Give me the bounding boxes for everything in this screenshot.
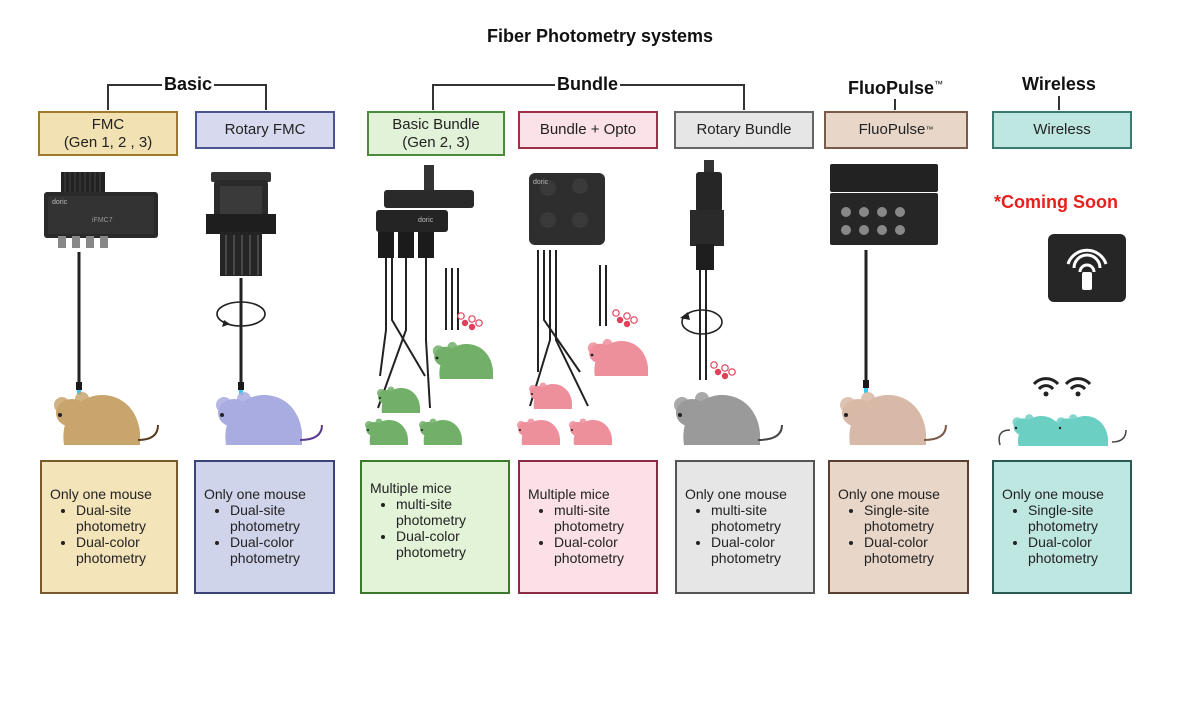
description-item: Dual-site photometry [76,502,170,534]
description-wireless: Only one mouse Single-site photometryDua… [992,460,1132,594]
description-item: Dual-color photometry [554,534,650,566]
description-heading: Only one mouse [50,486,152,502]
category-basic-bundle: Basic Bundle (Gen 2, 3) [367,111,505,156]
wireless-mice [998,377,1127,446]
category-rotary-fmc: Rotary FMC [195,111,335,149]
description-bundle-opto: Multiple mice multi-site photometryDual-… [518,460,658,594]
description-item: multi-site photometry [711,502,807,534]
rotary-bundle-device [680,160,736,380]
description-item: Single-site photometry [1028,502,1124,534]
fluopulse-connector [894,96,896,110]
description-item: Dual-color photometry [230,534,327,566]
fmc-model-label: iFMC7 [92,217,113,224]
fmc-device: doric iFMC7 [44,172,158,395]
bundle-bracket-left-vertical [432,84,434,110]
bundle-opto-mice [517,309,648,445]
description-heading: Multiple mice [528,486,610,502]
bundle-opto-device: doric [529,173,607,407]
description-fluopulse: Only one mouse Single-site photometryDua… [828,460,969,594]
coming-soon-label: *Coming Soon [994,192,1118,212]
description-heading: Only one mouse [204,486,306,502]
description-item: Dual-color photometry [396,528,502,560]
description-item: Dual-color photometry [864,534,961,566]
rotary-bundle-mouse [674,392,783,445]
description-item: multi-site photometry [396,496,502,528]
description-heading: Multiple mice [370,480,452,496]
category-bundle-opto: Bundle + Opto [518,111,658,149]
category-rotary-bundle: Rotary Bundle [674,111,814,149]
basic-bundle-device: doric [376,165,474,409]
description-item: Dual-color photometry [711,534,807,566]
group-label-basic: Basic [162,73,215,95]
description-item: Single-site photometry [864,502,961,534]
description-item: Dual-site photometry [230,502,327,534]
opto-brand-label: doric [533,179,549,186]
fluopulse-device [830,164,938,393]
fmc-brand-label: doric [52,199,68,206]
bundle-bracket-right-vertical [743,84,745,110]
description-heading: Only one mouse [1002,486,1104,502]
basic-bracket-right-vertical [265,84,267,110]
rotary-fmc-device [206,172,276,395]
category-fmc: FMC (Gen 1, 2 , 3) [38,111,178,156]
group-label-bundle: Bundle [555,73,620,95]
page-title: Fiber Photometry systems [486,26,714,46]
fluopulse-mouse [840,392,947,445]
bundle-brand-label: doric [418,217,434,224]
description-basic-bundle: Multiple mice multi-site photometryDual-… [360,460,510,594]
group-label-fluopulse: FluoPulse™ [846,73,946,99]
description-item: multi-site photometry [554,502,650,534]
description-item: Dual-color photometry [1028,534,1124,566]
description-heading: Only one mouse [685,486,787,502]
group-label-wireless: Wireless [1020,73,1098,95]
description-rotary-fmc: Only one mouse Dual-site photometryDual-… [194,460,335,594]
rotary-fmc-mouse [216,392,323,445]
basic-bracket-left-vertical [107,84,109,110]
description-heading: Only one mouse [838,486,940,502]
wireless-device [1048,234,1126,302]
description-item: Dual-color photometry [76,534,170,566]
category-wireless: Wireless [992,111,1132,149]
description-rotary-bundle: Only one mouse multi-site photometryDual… [675,460,815,594]
fmc-mouse [54,392,159,445]
description-fmc: Only one mouse Dual-site photometryDual-… [40,460,178,594]
wireless-connector [1058,96,1060,110]
